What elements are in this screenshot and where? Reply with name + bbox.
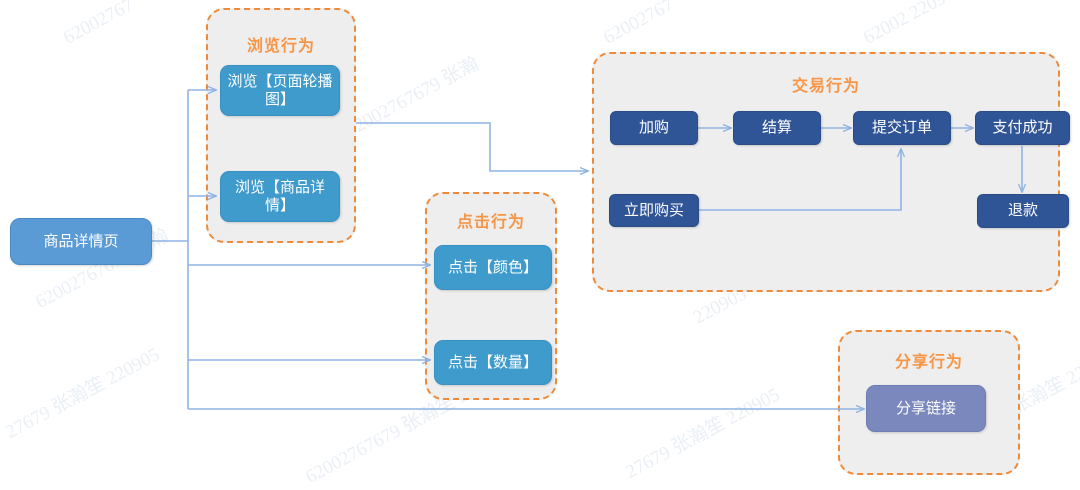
watermark: 27679 张瀚笙 220905 (2, 344, 164, 443)
node-share-link[interactable]: 分享链接 (866, 385, 986, 432)
watermark: 62002767679 张瀚 (342, 53, 483, 141)
node-submit-order[interactable]: 提交订单 (853, 111, 951, 145)
node-click-quantity[interactable]: 点击【数量】 (434, 340, 552, 385)
watermark: 27679 张瀚笙 220905 (622, 384, 784, 483)
group-trade-title: 交易行为 (791, 78, 860, 95)
watermark: 62002767 (60, 0, 137, 49)
group-browse-title: 浏览行为 (246, 38, 315, 55)
node-refund[interactable]: 退款 (977, 194, 1069, 228)
watermark: 62002 22090 (860, 0, 958, 49)
node-product-detail-page[interactable]: 商品详情页 (10, 218, 152, 265)
node-buy-now[interactable]: 立即购买 (609, 194, 699, 227)
watermark: 62002767 (600, 0, 677, 49)
node-browse-carousel[interactable]: 浏览【页面轮播图】 (220, 65, 340, 116)
node-payment-success[interactable]: 支付成功 (975, 111, 1070, 145)
node-click-color[interactable]: 点击【颜色】 (434, 245, 552, 290)
group-click-title: 点击行为 (456, 214, 525, 231)
node-settle[interactable]: 结算 (733, 111, 821, 145)
group-share-title: 分享行为 (894, 354, 963, 371)
node-browse-product-detail[interactable]: 浏览【商品详情】 (220, 171, 340, 222)
group-trade-behavior: 交易行为 (592, 52, 1060, 292)
node-add-to-cart[interactable]: 加购 (610, 111, 698, 145)
